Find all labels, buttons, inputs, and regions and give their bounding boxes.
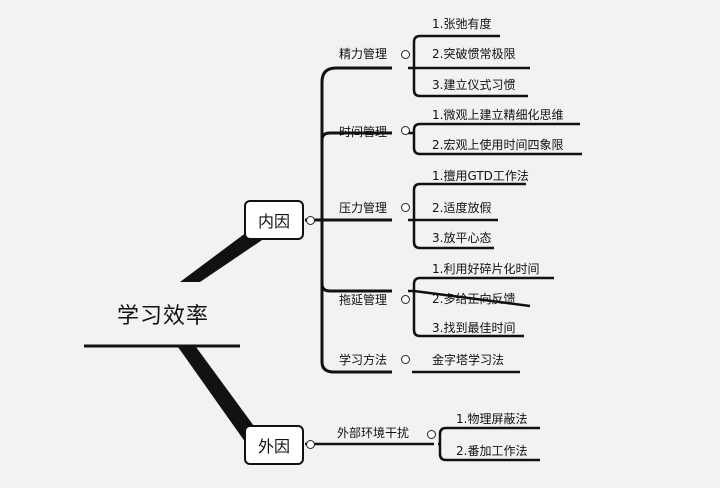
leaf-connectors <box>305 34 582 462</box>
leaf-item[interactable]: 2.宏观上使用时间四象限 <box>432 138 564 152</box>
leaf-item[interactable]: 3.找到最佳时间 <box>432 321 516 335</box>
collapse-toggle-outer[interactable] <box>306 440 315 449</box>
leaf-item[interactable]: 金字塔学习法 <box>432 353 505 367</box>
leaf-item[interactable]: 3.放平心态 <box>432 231 492 245</box>
node-outer-cause[interactable]: 外因 <box>244 425 304 465</box>
branch-connector-outer <box>178 347 262 446</box>
topic-energy-management[interactable]: 精力管理 <box>339 47 388 61</box>
topic-learning-method[interactable]: 学习方法 <box>339 353 388 367</box>
topic-stress-management[interactable]: 压力管理 <box>339 201 388 215</box>
collapse-toggle-learning[interactable] <box>401 355 410 364</box>
topic-external-interference[interactable]: 外部环境干扰 <box>337 426 410 440</box>
collapse-toggle-stress[interactable] <box>401 203 410 212</box>
collapse-toggle-procrastination[interactable] <box>401 295 410 304</box>
leaf-item[interactable]: 2.突破惯常极限 <box>432 47 516 61</box>
leaf-item[interactable]: 1.擅用GTD工作法 <box>432 169 529 183</box>
collapse-toggle-inner[interactable] <box>306 216 315 225</box>
collapse-toggle-time[interactable] <box>401 126 410 135</box>
collapse-toggle-energy[interactable] <box>401 50 410 59</box>
leaf-item[interactable]: 1.利用好碎片化时间 <box>432 262 540 276</box>
node-inner-cause[interactable]: 内因 <box>244 200 304 240</box>
leaf-item[interactable]: 3.建立仪式习惯 <box>432 78 516 92</box>
leaf-item[interactable]: 1.物理屏蔽法 <box>456 412 528 426</box>
leaf-item[interactable]: 1.张弛有度 <box>432 17 492 31</box>
topic-time-management[interactable]: 时间管理 <box>339 125 388 139</box>
collapse-toggle-external[interactable] <box>427 430 436 439</box>
leaf-item[interactable]: 1.微观上建立精细化思维 <box>432 108 564 122</box>
leaf-item[interactable]: 2.适度放假 <box>432 201 492 215</box>
inner-spine <box>305 66 392 374</box>
topic-procrastination-management[interactable]: 拖延管理 <box>339 293 388 307</box>
leaf-item[interactable]: 2.番加工作法 <box>456 444 528 458</box>
leaf-item[interactable]: 2.多给正向反馈 <box>432 292 516 306</box>
branch-connector-inner <box>180 226 268 282</box>
root-topic[interactable]: 学习效率 <box>117 304 210 329</box>
